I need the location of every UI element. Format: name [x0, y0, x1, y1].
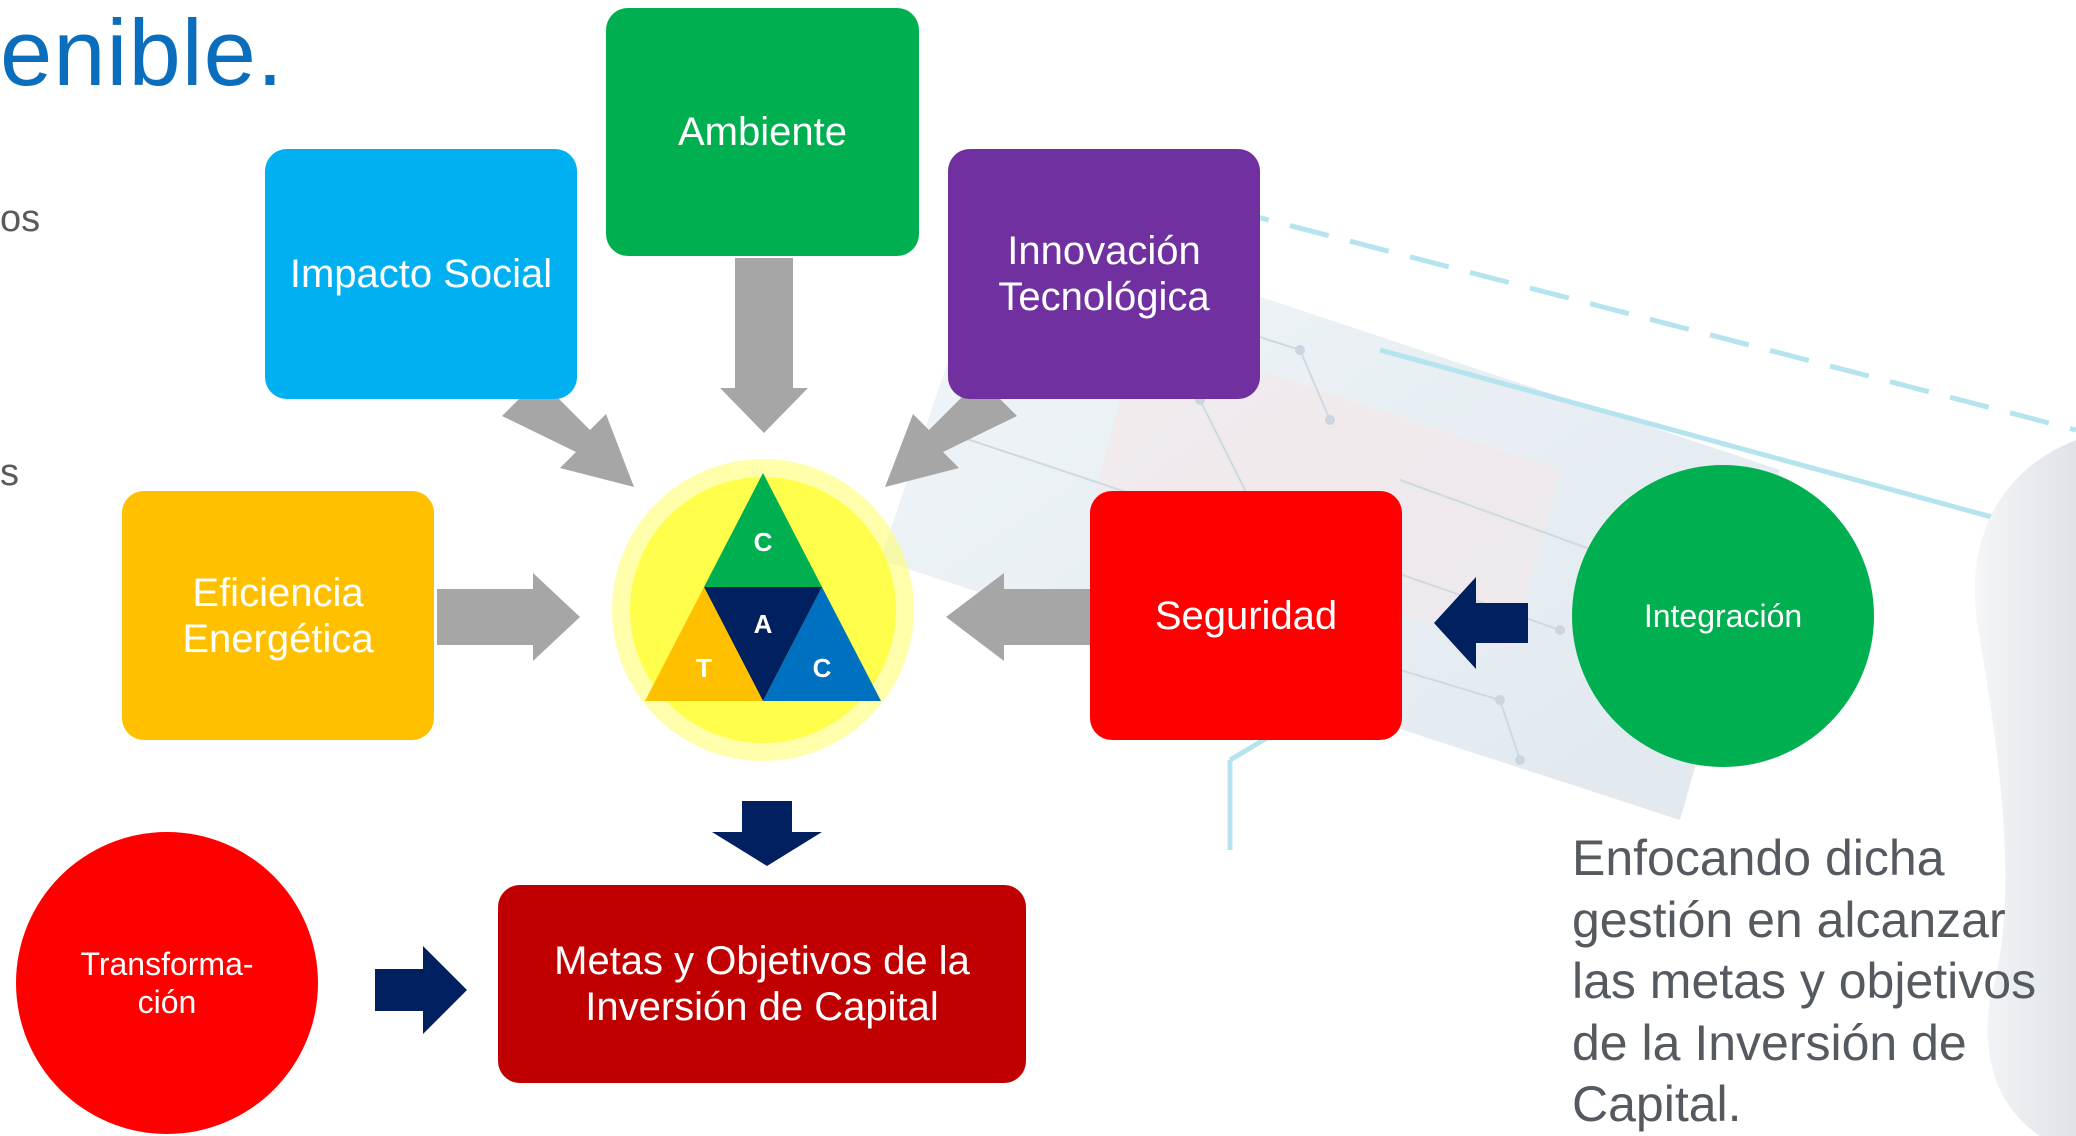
- triangle-letter-right: C: [813, 653, 832, 683]
- central-triangle-graphic: C A T C: [612, 459, 914, 761]
- box-seguridad: Seguridad: [1090, 491, 1402, 740]
- arrow-eficiencia-to-center: [437, 573, 580, 661]
- arrow-integracion-to-seguridad: [1434, 577, 1528, 669]
- arrow-center-to-metas: [712, 801, 822, 866]
- triangle-letter-center: A: [754, 609, 773, 639]
- cut-off-text-fragment-1: os: [0, 198, 41, 240]
- arrow-impacto-to-center: [502, 379, 634, 487]
- box-innovacion-tecnologica: Innovación Tecnológica: [948, 149, 1260, 399]
- glove-hand-shape: [1974, 440, 2076, 1136]
- arrow-seguridad-to-center: [946, 573, 1090, 661]
- triangle-segment-left: [645, 587, 763, 701]
- box-metas-objetivos: Metas y Objetivos de la Inversión de Cap…: [498, 885, 1026, 1083]
- arrow-innovacion-to-center: [885, 379, 1017, 487]
- arrow-transformacion-to-metas: [375, 946, 467, 1034]
- triangle-letter-top: C: [754, 527, 773, 557]
- side-description-text: Enfocando dicha gestión en alcanzar las …: [1572, 830, 2037, 1132]
- slide-title-fragment: enible.: [0, 0, 284, 105]
- arrow-ambiente-to-center: [720, 258, 808, 433]
- cut-off-text-fragment-2: s: [0, 452, 19, 494]
- box-ambiente: Ambiente: [606, 8, 919, 256]
- triangle-segment-top: [704, 473, 822, 587]
- circle-integracion: Integración: [1572, 465, 1874, 767]
- box-eficiencia-energetica: Eficiencia Energética: [122, 491, 434, 740]
- triangle-segment-right: [763, 587, 881, 701]
- triangle-segment-center: [704, 587, 822, 701]
- box-impacto-social: Impacto Social: [265, 149, 577, 399]
- circle-transformacion: Transforma- ción: [16, 832, 318, 1134]
- triangle-letter-left: T: [696, 653, 712, 683]
